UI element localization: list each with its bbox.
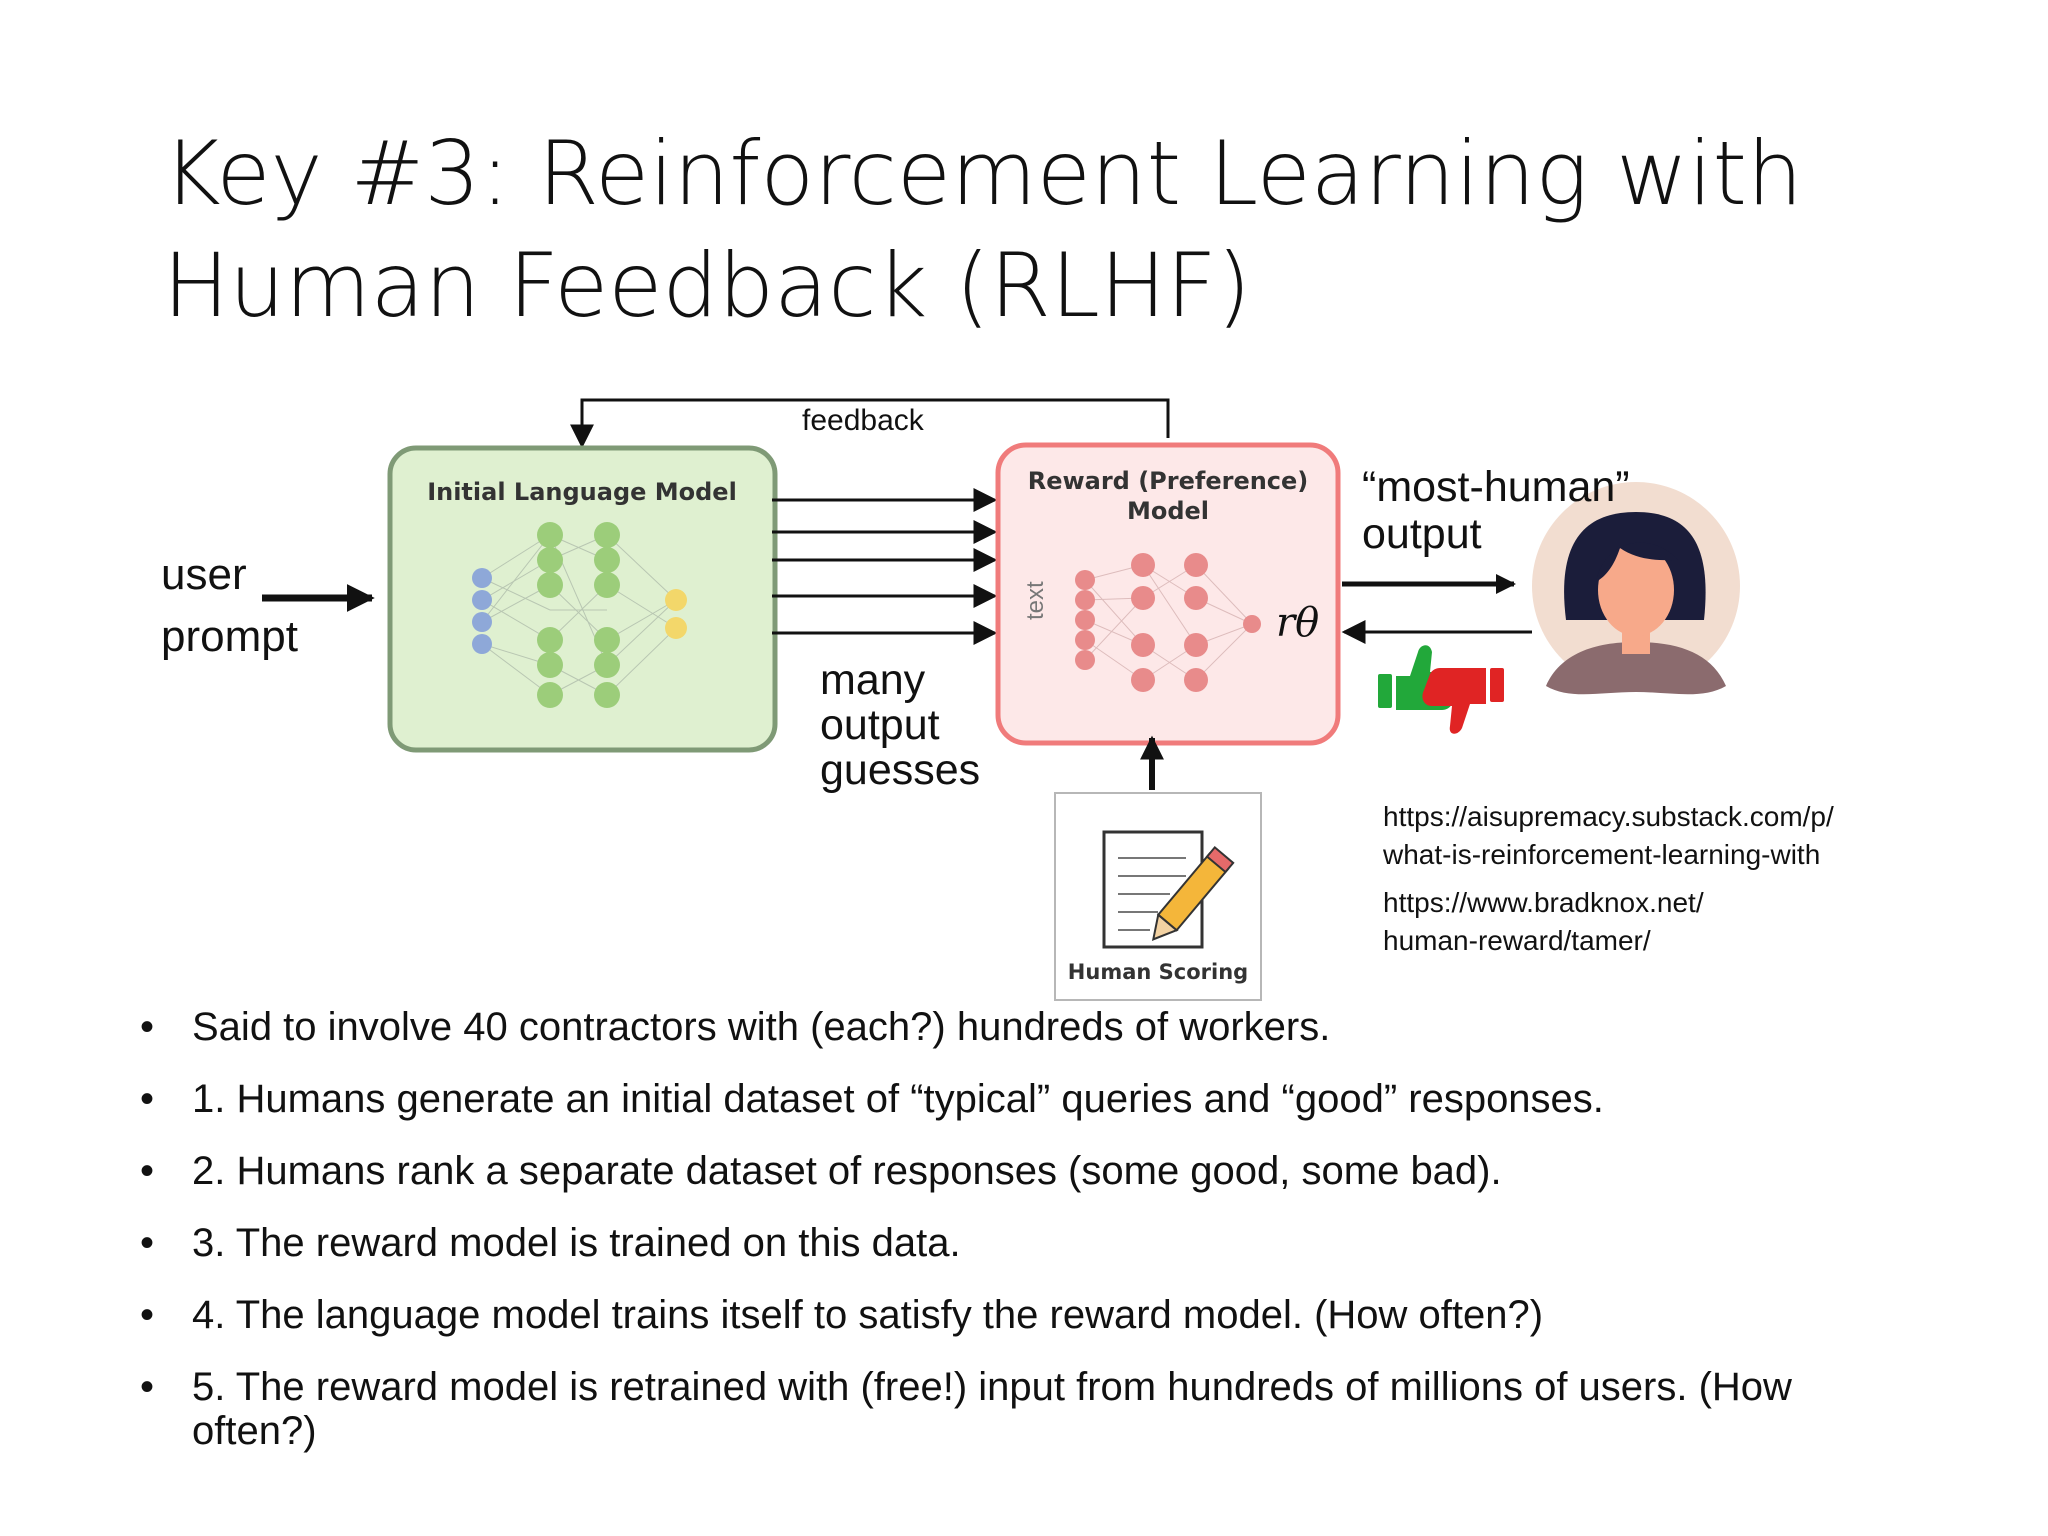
source-link-bradknox-line-1: https://www.bradknox.net/ — [1383, 887, 1704, 918]
prompt-label: prompt — [161, 612, 298, 661]
most-human-label: “most-human” — [1362, 463, 1630, 511]
bullet-item: 3. The reward model is trained on this d… — [140, 1221, 1940, 1265]
bullet-item: 5. The reward model is retrained with (f… — [140, 1365, 1792, 1453]
source-links: https://aisupremacy.substack.com/p/ what… — [1383, 798, 1834, 970]
source-link-aisupremacy-line-2: what-is-reinforcement-learning-with — [1383, 839, 1821, 870]
output-guesses-output-label: output — [820, 701, 940, 749]
bullet-list: Said to involve 40 contractors with (eac… — [140, 1005, 1940, 1481]
text-input-label: text — [1022, 581, 1049, 620]
bullet-item: 1. Humans generate an initial dataset of… — [140, 1077, 1940, 1121]
initial-language-model-box — [387, 445, 778, 753]
initial-language-model-title: Initial Language Model — [427, 478, 737, 506]
many-label: many — [820, 656, 926, 704]
human-scoring-label: Human Scoring — [1067, 960, 1249, 984]
source-link-bradknox[interactable]: https://www.bradknox.net/ human-reward/t… — [1383, 884, 1834, 960]
bullet-item: 4. The language model trains itself to s… — [140, 1293, 1940, 1337]
source-link-bradknox-line-2: human-reward/tamer/ — [1383, 925, 1651, 956]
guesses-label: guesses — [820, 746, 981, 794]
initial-model-output-nodes — [665, 589, 687, 639]
initial-model-hidden-nodes — [537, 522, 620, 708]
source-link-aisupremacy[interactable]: https://aisupremacy.substack.com/p/ what… — [1383, 798, 1834, 874]
slide-title-line-2: Human Feedback (RLHF) — [163, 234, 1252, 337]
person-avatar-icon — [1532, 482, 1740, 695]
feedback-arrow — [570, 398, 1170, 449]
bullet-item: 2. Humans rank a separate dataset of res… — [140, 1149, 1940, 1193]
reward-model-title-line-1: Reward (Preference) — [1027, 467, 1309, 495]
bullet-item: Said to involve 40 contractors with (eac… — [140, 1005, 1940, 1049]
thumbs-down-icon — [1422, 668, 1504, 734]
most-human-output-label: output — [1362, 510, 1482, 558]
slide-title-line-1: Key #3: Reinforcement Learning with — [163, 122, 1803, 225]
user-label: user — [161, 550, 247, 599]
document-pencil-icon — [1102, 830, 1235, 949]
slide-title: Key #3: Reinforcement Learning with Huma… — [163, 118, 1943, 342]
source-link-aisupremacy-line-1: https://aisupremacy.substack.com/p/ — [1383, 801, 1834, 832]
reward-model-nodes — [1075, 553, 1261, 692]
initial-model-input-nodes — [472, 568, 492, 654]
reward-model-title-line-2: Model — [1126, 497, 1210, 525]
output-guess-arrows — [772, 488, 998, 645]
feedback-label: feedback — [802, 404, 924, 437]
r-theta-label: rθ — [1276, 600, 1320, 646]
